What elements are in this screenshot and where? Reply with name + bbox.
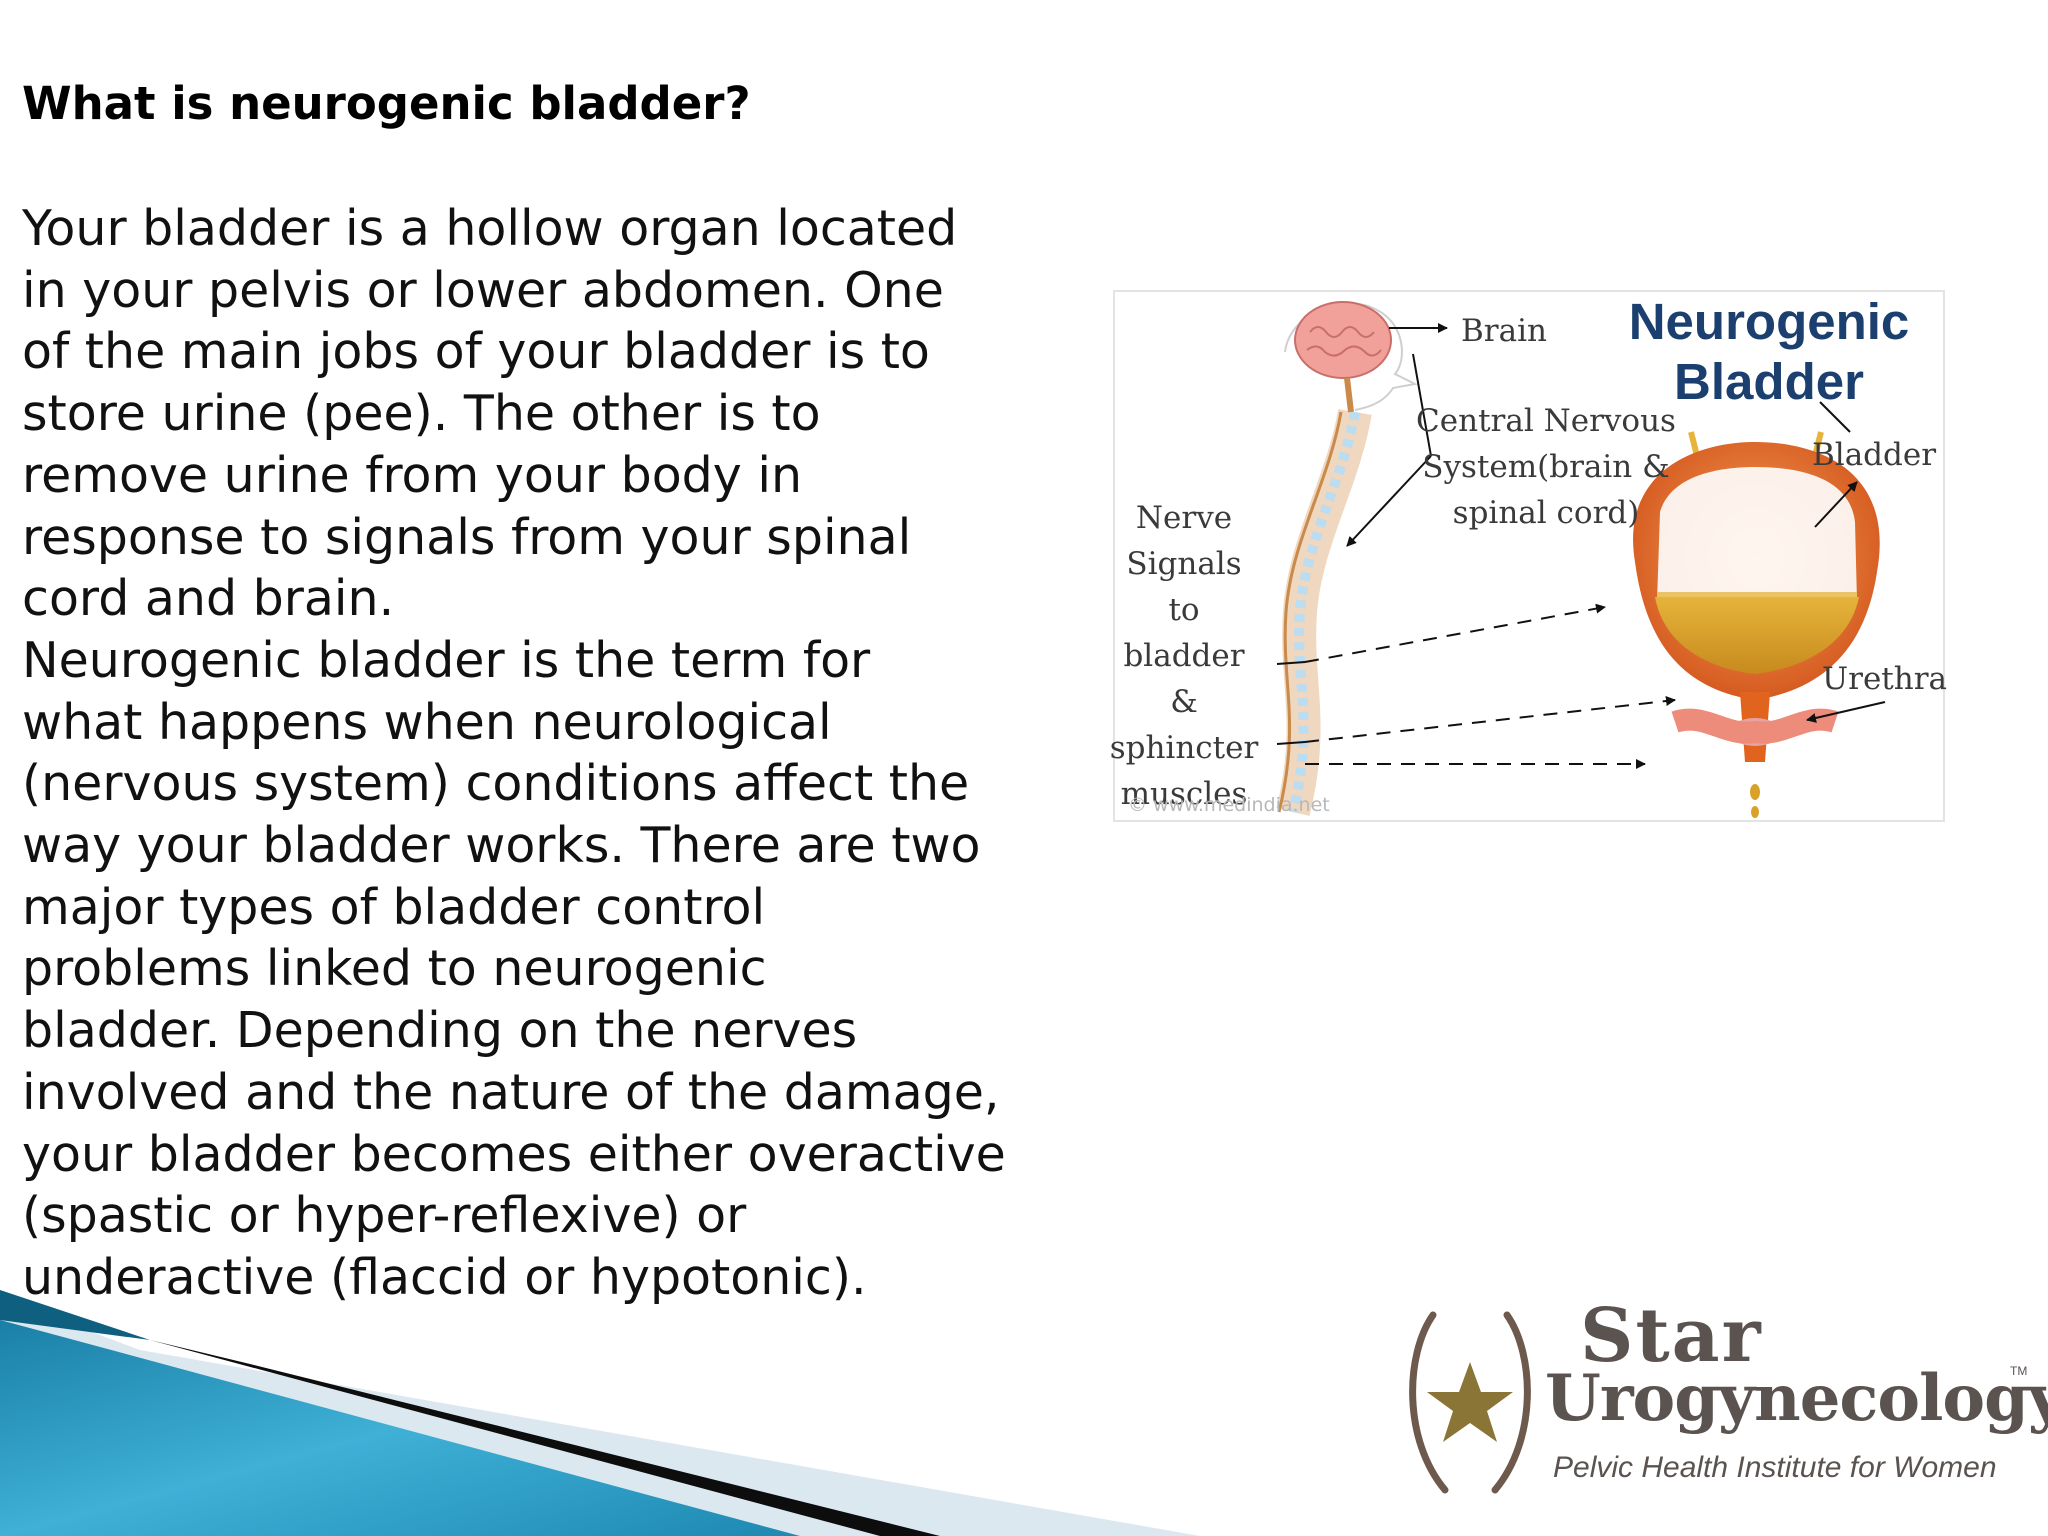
slide-body: Your bladder is a hollow organ located i… [22, 198, 1032, 1309]
logo-line1: Star [1580, 1293, 1763, 1379]
brain-icon [1294, 301, 1392, 413]
neurogenic-bladder-diagram [1113, 290, 1945, 822]
label-central-nervous-system: Central Nervous System(brain & spinal co… [1416, 403, 1676, 531]
paragraph-neurogenic-definition: Neurogenic bladder is the term for what … [22, 631, 1006, 1306]
spine-icon [1276, 408, 1372, 817]
pointer-arrows [1276, 323, 1886, 769]
diagram-illustration [1276, 301, 1886, 818]
label-bladder: Bladder [1812, 437, 1937, 473]
star-logo-icon [1409, 1311, 1531, 1494]
logo-trademark: TM [2010, 1364, 2028, 1378]
star-urogynecology-logo: Star Urogynecology TM Pelvic Health Inst… [1395, 1296, 2048, 1500]
diagram-title: Neurogenic Bladder [1628, 293, 1910, 410]
label-brain: Brain [1461, 313, 1547, 349]
label-nerve-signals: Nerve Signals to bladder & sphincter mus… [1109, 500, 1259, 812]
bladder-icon [1633, 431, 1880, 818]
slide-title: What is neurogenic bladder? [22, 77, 751, 130]
logo-tagline: Pelvic Health Institute for Women [1553, 1451, 1997, 1484]
logo-line2: Urogynecology [1545, 1361, 2048, 1436]
decorative-swoosh [0, 1290, 1200, 1536]
paragraph-bladder-function: Your bladder is a hollow organ located i… [22, 200, 958, 628]
label-urethra: Urethra [1822, 661, 1948, 697]
diagram-watermark: © www.medindia.net [1128, 794, 1330, 816]
